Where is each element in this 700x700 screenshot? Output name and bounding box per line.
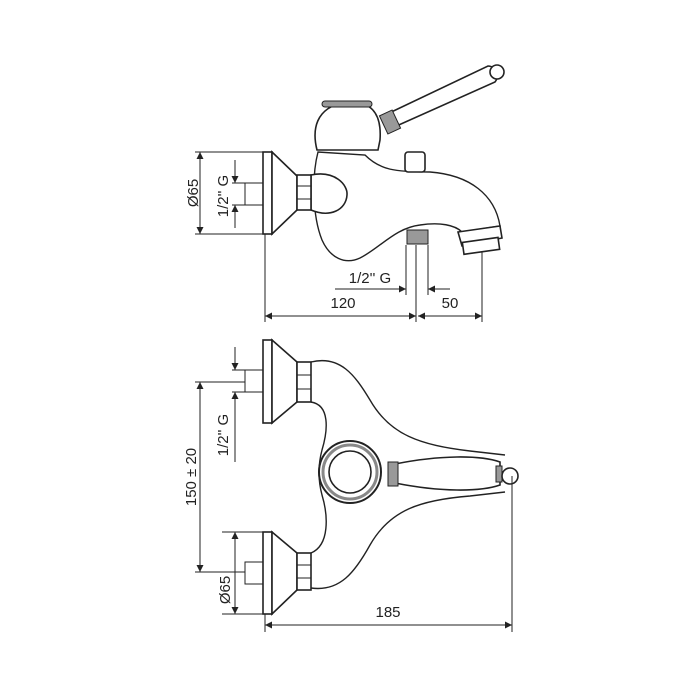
lever-handle [383, 65, 498, 130]
lower-nut [296, 552, 312, 591]
top-flange-diameter: Ø65 [217, 576, 234, 604]
outlet-thread [406, 229, 429, 245]
top-inlet-thread: 1/2'' G [215, 414, 232, 456]
spout-body [313, 151, 501, 262]
dim-50: 50 [442, 295, 459, 312]
connector-boss [310, 173, 348, 214]
lever-knob [489, 64, 505, 80]
upper-nut [296, 361, 312, 403]
dim-185: 185 [375, 604, 400, 621]
wall-flange [262, 151, 273, 235]
inlet-spacing: 150 ± 20 [183, 448, 200, 506]
inlet-pipe [244, 182, 264, 206]
side-outlet-thread: 1/2'' G [349, 270, 391, 287]
side-flange-diameter: Ø65 [185, 179, 202, 207]
diverter-knob [404, 151, 426, 173]
hex-nut [296, 174, 312, 211]
lever-knob-top [501, 467, 519, 485]
side-inlet-thread: 1/2'' G [215, 175, 232, 217]
dim-120: 120 [330, 295, 355, 312]
flange-cone [271, 150, 298, 236]
side-view: Ø65 1/2'' G 1/2'' G 120 50 [185, 64, 505, 322]
top-view: 150 ± 20 1/2'' G Ø65 185 [183, 338, 519, 632]
upper-flange [262, 339, 273, 424]
lower-flange [262, 531, 273, 615]
lever-handle-top [394, 456, 501, 491]
mixer-cap [314, 101, 381, 151]
